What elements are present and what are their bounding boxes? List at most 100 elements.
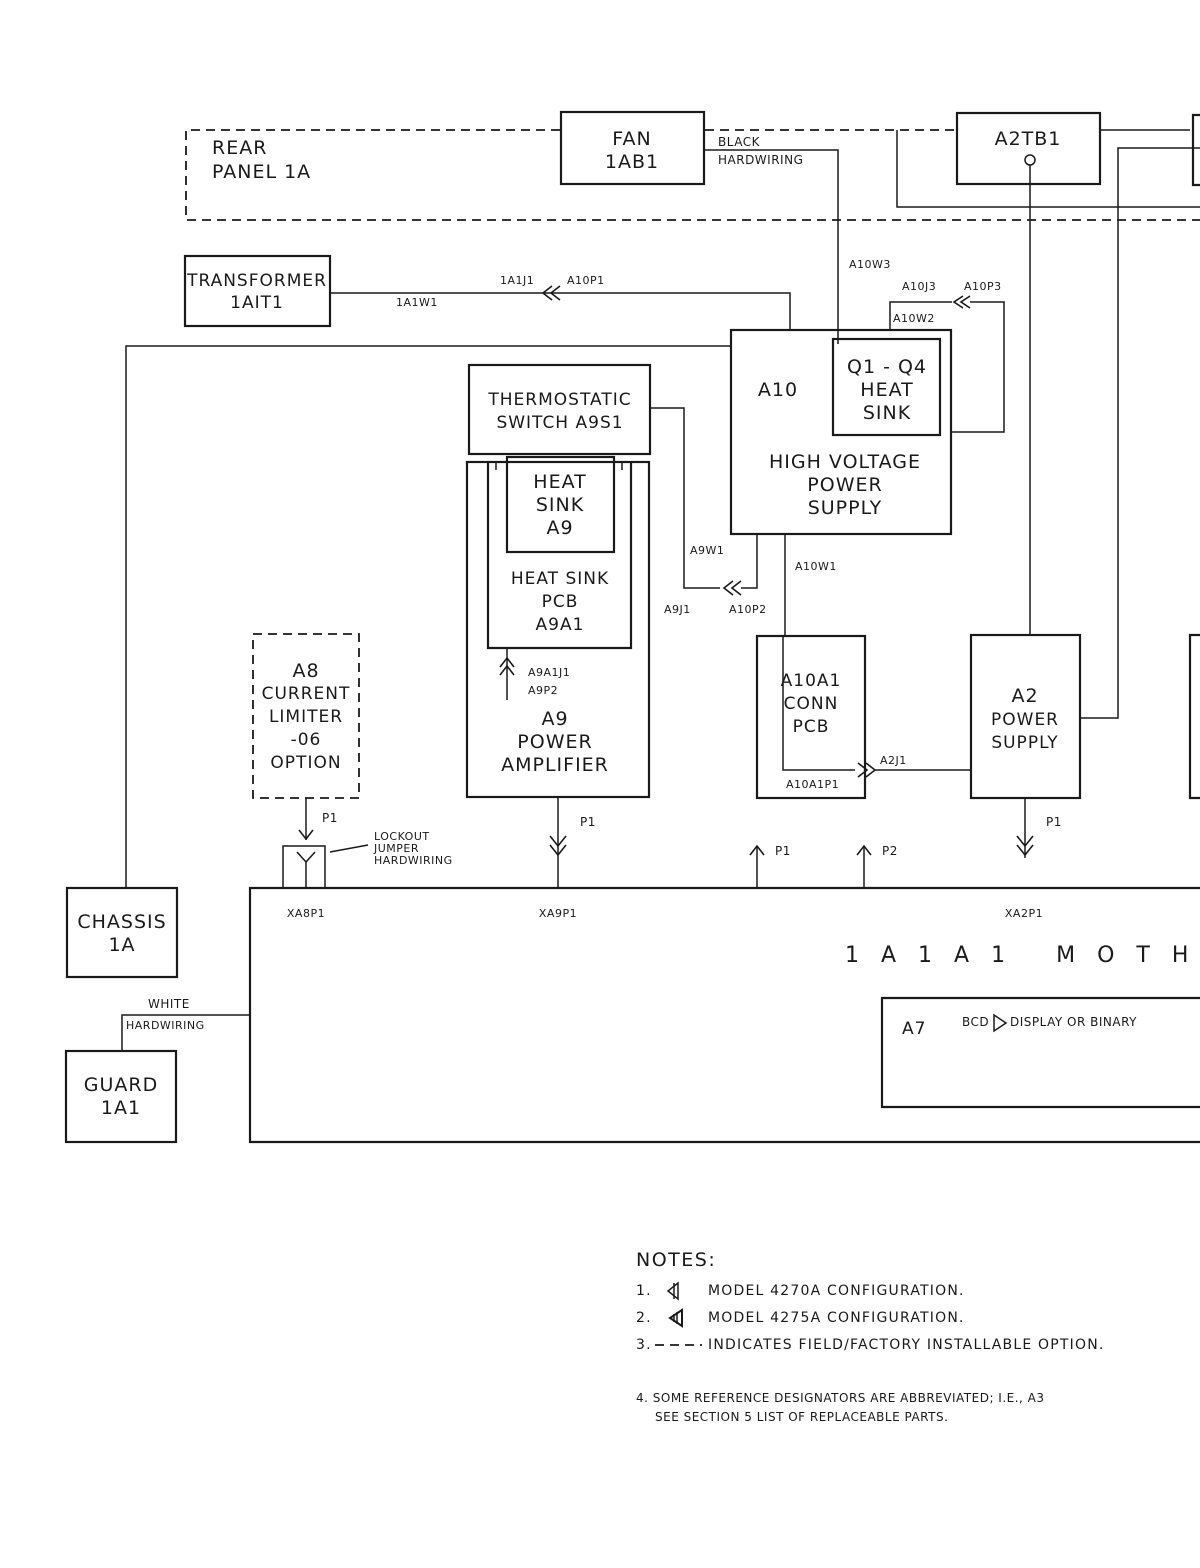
- svg-text:TRANSFORMER: TRANSFORMER: [186, 271, 327, 291]
- svg-text:3.: 3.: [636, 1337, 652, 1353]
- svg-text:BLACK: BLACK: [718, 135, 761, 149]
- svg-text:A10P2: A10P2: [729, 603, 767, 616]
- svg-text:P1: P1: [322, 811, 338, 825]
- offpage-block-top: [1191, 113, 1200, 187]
- svg-text:REAR: REAR: [212, 137, 267, 159]
- svg-text:HEAT SINK: HEAT SINK: [511, 569, 609, 589]
- svg-text:XA8P1: XA8P1: [287, 907, 325, 920]
- guard-block: GUARD 1A1: [64, 1049, 178, 1144]
- a8-p1-connector: P1: [282, 798, 338, 889]
- svg-text:AMPLIFIER: AMPLIFIER: [501, 754, 609, 776]
- notes-header: NOTES:: [636, 1249, 716, 1271]
- svg-text:A10A1P1: A10A1P1: [786, 778, 839, 791]
- svg-text:HARDWIRING: HARDWIRING: [126, 1019, 205, 1032]
- svg-text:P1: P1: [580, 815, 596, 829]
- svg-text:A9A1: A9A1: [536, 615, 585, 635]
- svg-text:A7: A7: [902, 1019, 926, 1039]
- svg-text:POWER: POWER: [991, 710, 1059, 730]
- svg-text:LIMITER: LIMITER: [269, 707, 343, 727]
- svg-text:XA2P1: XA2P1: [1005, 907, 1043, 920]
- fan-block: FAN 1AB1: [559, 110, 706, 186]
- svg-text:1AB1: 1AB1: [605, 151, 659, 173]
- svg-text:BCD: BCD: [962, 1015, 989, 1029]
- notes-section: NOTES: 1. MODEL 4270A CONFIGURATION. 2. …: [636, 1249, 1105, 1424]
- svg-text:A10P3: A10P3: [964, 280, 1002, 293]
- note-2: MODEL 4275A CONFIGURATION.: [708, 1310, 965, 1326]
- svg-text:A9: A9: [541, 708, 568, 730]
- svg-text:CURRENT: CURRENT: [262, 684, 351, 704]
- transformer-block: TRANSFORMER 1AIT1: [183, 254, 332, 328]
- a2j1-connector: A10A1P1 A2J1: [782, 636, 971, 791]
- svg-text:THERMOSTATIC: THERMOSTATIC: [487, 390, 631, 410]
- svg-text:P1: P1: [1046, 815, 1062, 829]
- svg-text:1A1A1 MOTH: 1A1A1 MOTH: [845, 943, 1200, 968]
- svg-text:A10P1: A10P1: [567, 274, 605, 287]
- svg-text:POWER: POWER: [517, 731, 592, 753]
- a8-current-limiter-block: A8 CURRENT LIMITER -06 OPTION: [252, 633, 360, 799]
- svg-text:SWITCH A9S1: SWITCH A9S1: [496, 413, 623, 433]
- guard-white-hardwiring: WHITE HARDWIRING: [121, 997, 250, 1051]
- rear-panel-block: REAR PANEL 1A: [185, 129, 1200, 221]
- svg-text:HIGH VOLTAGE: HIGH VOLTAGE: [769, 451, 921, 473]
- svg-text:A9P2: A9P2: [528, 684, 558, 697]
- svg-text:1A1: 1A1: [101, 1097, 141, 1119]
- svg-text:1A1W1: 1A1W1: [396, 296, 438, 309]
- svg-text:PCB: PCB: [793, 717, 830, 737]
- a2tb1-block: A2TB1: [955, 111, 1102, 636]
- lockout-jumper-label: LOCKOUT JUMPER HARDWIRING: [329, 830, 453, 867]
- chassis-block: CHASSIS 1A: [65, 886, 179, 979]
- svg-text:WHITE: WHITE: [148, 997, 190, 1011]
- svg-text:CHASSIS: CHASSIS: [77, 911, 166, 933]
- fan-black-hardwiring: BLACK HARDWIRING: [704, 135, 839, 344]
- svg-text:HEAT: HEAT: [860, 379, 913, 401]
- motherboard-p1-connector: P1: [749, 844, 791, 888]
- a2-power-supply-block: A2 POWER SUPPLY: [969, 633, 1082, 800]
- note-3: INDICATES FIELD/FACTORY INSTALLABLE OPTI…: [708, 1337, 1105, 1353]
- svg-text:A8: A8: [292, 660, 319, 682]
- heat-sink-a9-block: HEAT SINK A9: [505, 455, 616, 554]
- motherboard-p2-connector: P2: [856, 844, 898, 888]
- svg-text:A10W3: A10W3: [849, 258, 891, 271]
- svg-text:XA9P1: XA9P1: [539, 907, 577, 920]
- svg-text:HEAT: HEAT: [533, 471, 586, 493]
- svg-text:DISPLAY OR BINARY: DISPLAY OR BINARY: [1010, 1015, 1137, 1029]
- a10a1-conn-pcb-block: A10A1 CONN PCB A10W1: [755, 534, 867, 800]
- svg-text:1A: 1A: [108, 934, 135, 956]
- svg-text:JUMPER: JUMPER: [373, 842, 419, 855]
- thermostatic-switch-block: THERMOSTATIC SWITCH A9S1: [467, 363, 652, 456]
- a2-right-feed-line: [1080, 147, 1200, 719]
- svg-text:HARDWIRING: HARDWIRING: [718, 153, 803, 167]
- svg-text:1AIT1: 1AIT1: [230, 293, 284, 313]
- a9w1-connector: A9W1 A9J1 A10P2: [650, 407, 767, 616]
- svg-text:CONN: CONN: [784, 694, 839, 714]
- svg-text:SUPPLY: SUPPLY: [808, 497, 883, 519]
- a10-heat-sink-connector: A10W3 A10J3 A10P3 A10W2: [849, 258, 1005, 433]
- svg-text:HARDWIRING: HARDWIRING: [374, 854, 453, 867]
- svg-text:A2J1: A2J1: [880, 754, 907, 767]
- svg-text:FAN: FAN: [612, 128, 651, 150]
- svg-text:A2TB1: A2TB1: [995, 128, 1062, 150]
- svg-text:1.: 1.: [636, 1283, 652, 1299]
- svg-text:A10W1: A10W1: [795, 560, 837, 573]
- a9a1j1-connector: A9A1J1 A9P2: [499, 648, 570, 700]
- svg-text:SUPPLY: SUPPLY: [991, 733, 1058, 753]
- transformer-connector: 1A1W1 1A1J1 A10P1: [330, 274, 791, 330]
- svg-text:LOCKOUT: LOCKOUT: [374, 830, 430, 843]
- svg-text:P2: P2: [882, 844, 898, 858]
- svg-text:PCB: PCB: [542, 592, 579, 612]
- a2-p1-connector: P1: [1016, 798, 1062, 858]
- svg-text:P1: P1: [775, 844, 791, 858]
- note2-symbol-icon: [668, 1308, 683, 1328]
- svg-text:A10A1: A10A1: [781, 671, 842, 691]
- svg-text:A10J3: A10J3: [902, 280, 936, 293]
- a9-p1-connector: P1: [549, 797, 596, 888]
- svg-text:POWER: POWER: [807, 474, 882, 496]
- svg-text:A9W1: A9W1: [690, 544, 724, 557]
- svg-text:A10W2: A10W2: [893, 312, 935, 325]
- svg-text:PANEL 1A: PANEL 1A: [212, 161, 311, 183]
- chassis-return-line: [125, 345, 731, 888]
- svg-text:A9: A9: [546, 517, 573, 539]
- svg-text:GUARD: GUARD: [84, 1074, 158, 1096]
- svg-text:2.: 2.: [636, 1310, 652, 1326]
